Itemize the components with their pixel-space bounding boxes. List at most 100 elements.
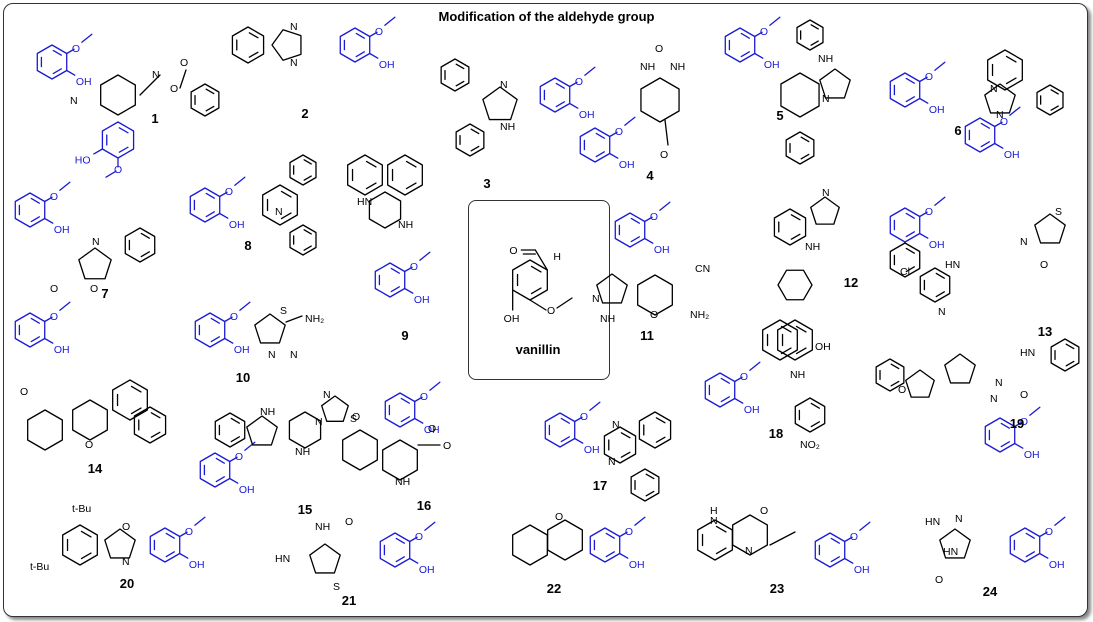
compound-number: 20 [120,576,134,591]
thiadiazole-n: N [290,349,298,361]
oxazolone-o: O [90,283,98,295]
imidazole-n: N [822,187,830,199]
tert-butyl: t-Bu [30,561,49,573]
thiadiazole-s: S [280,305,287,317]
hydroxyl-label: OH [414,294,430,306]
imidazole-nh: NH [500,121,515,133]
compound-number: 6 [954,123,961,138]
imidazole-n: N [290,21,298,33]
pyrazoline-n: N [990,393,998,405]
imine: HN [925,516,940,528]
hydroxyl-label: OH [744,404,760,416]
compound-number: 8 [244,238,251,253]
methoxy-oxygen-label: O [415,531,423,543]
methoxy-oxygen-label: O [114,164,122,176]
amine-nh: NH [295,446,310,458]
oxazole-n: N [122,556,130,568]
imidazole-n: N [996,109,1004,121]
vanillin-box [468,200,610,380]
quinoxaline-n: N [710,515,718,527]
amine-nh: HN [943,546,958,558]
pyrrolidine-nh: NH [818,53,833,65]
methoxy-oxygen-label: O [740,371,748,383]
methoxy-oxygen-label: O [1045,526,1053,538]
pyran-o: O [555,511,563,523]
quinazoline-n: N [608,456,616,468]
hydroxyl-label: OH [424,424,440,436]
compound-number: 1 [151,111,158,126]
amide-nh: HN [1020,347,1035,359]
compound-number: 9 [401,328,408,343]
compound-number: 15 [298,502,312,517]
triazole-n: N [315,416,323,428]
center-compound-name: vanillin [516,342,561,357]
amine: NH₂ [690,309,709,321]
scheme-title: Modification of the aldehyde group [438,9,655,24]
methoxy-oxygen-label: O [925,206,933,218]
ester-oxygen: O [170,83,178,95]
hydroxyl-label: OH [854,564,870,576]
ester-o: O [428,423,436,435]
hydroxyl-label: OH [654,244,670,256]
methoxy-oxygen-label: O [235,451,243,463]
methoxy-oxygen-label: O [230,311,238,323]
methoxy-oxygen-label: O [650,211,658,223]
compound-number: 10 [236,370,250,385]
hydroxyl-label: HO [75,155,91,167]
methoxy-oxygen-label: O [850,531,858,543]
compound-number: 14 [88,461,103,476]
compound-number: 7 [101,286,108,301]
methoxy-oxygen-label: O [375,26,383,38]
oxazolone-n: N [92,236,100,248]
oxazole-o: O [122,521,130,533]
aldehyde-oxygen-label: O [509,245,517,257]
methoxy-oxygen-label: O [185,526,193,538]
dhp-nh: NH [395,476,410,488]
methoxy-oxygen-label: O [225,186,233,198]
ester-o: O [443,440,451,452]
pyrazoline-n: N [995,377,1003,389]
amine-nh: NH [790,369,805,381]
nitro: NO₂ [800,439,820,451]
hydroxyl-label: OH [619,159,635,171]
thiadiazole-n: N [268,349,276,361]
amine-nh: NH [805,241,820,253]
phenol-label: OH [504,313,520,325]
thiazolidinone-nh: NH [315,521,330,533]
compound-number: 24 [983,584,998,599]
methoxy-label: O [547,305,555,317]
ester-o: O [660,149,668,161]
nh-h: H [710,505,718,517]
hydroxyl-label: OH [929,104,945,116]
methoxy-oxygen-label: O [410,261,418,273]
methoxy-oxygen-label: O [925,71,933,83]
ring-nitrogen: N [70,95,78,107]
thiazolidinone-s: S [333,581,340,593]
indole-nh: NH [260,406,275,418]
amide-o: O [1020,389,1028,401]
methoxy-oxygen-label: O [1000,116,1008,128]
thiazolidinone-s: S [1055,206,1062,218]
methoxy-oxygen-label: O [420,391,428,403]
methoxy-oxygen-label: O [50,311,58,323]
furan-o: O [898,384,906,396]
pyrazole-n: N [592,293,600,305]
methoxy-oxygen-label: O [615,126,623,138]
imidazolone-n: N [955,513,963,525]
hydroxyl-label: OH [579,109,595,121]
thione-s: S [350,413,357,425]
imidazole-n: N [990,83,998,95]
